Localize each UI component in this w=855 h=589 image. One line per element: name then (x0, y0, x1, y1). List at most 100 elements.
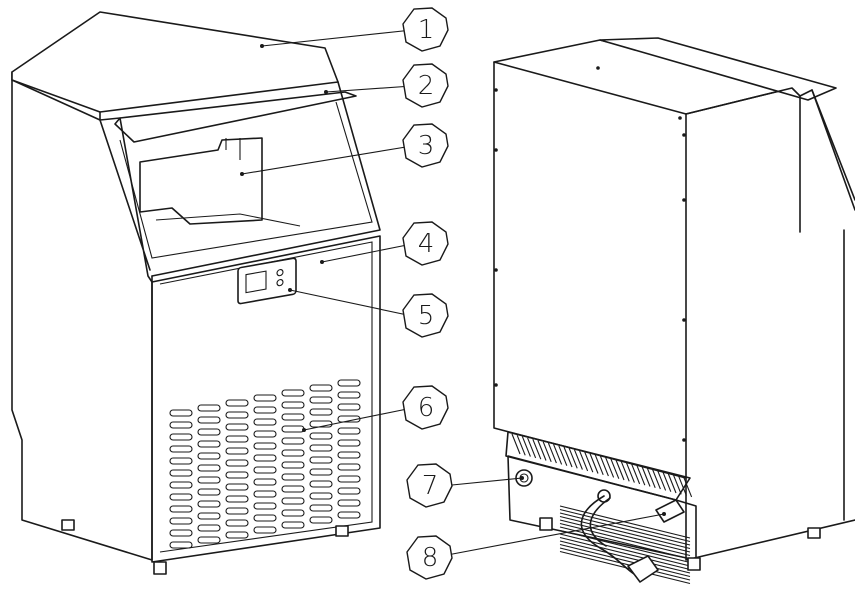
vent-slot (309, 444, 333, 452)
window-frame-front (151, 81, 381, 277)
callout-2-badge (402, 63, 449, 108)
rivets (494, 66, 686, 442)
vent-slot (281, 521, 305, 529)
rear-vent-slats (511, 433, 693, 498)
rear-vent-slat (511, 433, 521, 455)
callout-2: 2 (402, 63, 449, 108)
bottom-grid-line (559, 529, 691, 564)
control-button-1 (276, 269, 284, 277)
vent-slot (281, 437, 305, 445)
leader-6 (303, 407, 413, 431)
vent-slot (337, 439, 361, 447)
vent-slot (337, 451, 361, 459)
vent-slot (253, 394, 277, 402)
rear-vent-slat (516, 435, 526, 456)
power-cord-2 (589, 497, 611, 547)
rear-vent-slat (579, 450, 589, 472)
rear-vent-slat (610, 458, 620, 479)
rear-vent-slat (568, 448, 578, 469)
rivet (682, 133, 686, 137)
vent-slot (337, 499, 361, 507)
callout-4-label: 4 (418, 229, 435, 259)
vent-slot (337, 427, 361, 435)
vent-slot (225, 471, 249, 479)
callout-8-label: 8 (422, 543, 439, 573)
vent-slot (225, 423, 249, 431)
vent-slot (337, 463, 361, 471)
rear-back-panel (493, 61, 687, 479)
bottom-grid-line (559, 533, 691, 567)
vent-slot (197, 428, 221, 436)
rear-side-bottom (685, 477, 855, 561)
front-foot-right (335, 525, 349, 537)
callout-7: 7 (406, 463, 453, 508)
vent-slot (309, 432, 333, 440)
front-foot-mid (153, 561, 167, 575)
rear-foot-mid (687, 557, 701, 571)
leader-dot-1 (260, 44, 264, 48)
rear-side-edge (799, 89, 855, 233)
ice-bin (139, 137, 263, 225)
vent-slot (197, 464, 221, 472)
rear-foot-left (539, 517, 553, 531)
callout-3: 3 (402, 123, 449, 168)
vent-slot (225, 411, 249, 419)
vent-slot (309, 396, 333, 404)
leader-8 (441, 513, 665, 557)
vent-slot (281, 449, 305, 457)
vent-slot (225, 435, 249, 443)
bottom-grid-line (559, 547, 691, 581)
vent-slot (169, 409, 193, 417)
callout-1-label: 1 (418, 15, 435, 45)
vent-slot (309, 408, 333, 416)
vent-slot (309, 456, 333, 464)
rear-vent-slat (594, 454, 604, 476)
rear-vent-slat (620, 461, 630, 482)
rear-vent-slat (532, 438, 542, 460)
callout-8-badge (406, 535, 453, 580)
leader-dot-2 (324, 90, 328, 94)
rear-vent-slat (657, 470, 667, 491)
vent-slot (309, 384, 333, 392)
window-glass (119, 101, 373, 259)
vent-slot (197, 416, 221, 424)
callout-5-label: 5 (418, 301, 435, 331)
callout-6: 6 (402, 385, 449, 430)
leader-2 (325, 85, 413, 93)
rear-vent-slat (651, 468, 661, 490)
vent-slot (169, 433, 193, 441)
callout-1-badge (402, 7, 449, 52)
rear-lid (599, 37, 837, 101)
bottom-grid-line (559, 522, 691, 557)
vent-slot (337, 511, 361, 519)
callout-7-badge (406, 463, 453, 508)
vent-slot (169, 529, 193, 537)
vent-slot (225, 519, 249, 527)
vent-slot (169, 493, 193, 501)
rear-vent-slat (547, 442, 557, 464)
vent-slot (309, 480, 333, 488)
leader-dot-7 (520, 476, 524, 480)
rear-vent-slat (646, 467, 656, 489)
vent-slot (225, 495, 249, 503)
vent-slot (169, 481, 193, 489)
vent-slot (253, 454, 277, 462)
top-lid (11, 11, 339, 113)
callout-3-label: 3 (418, 131, 435, 161)
rear-vent-slat (521, 436, 531, 457)
rear-vent-slat (553, 444, 563, 465)
scoop-flap (114, 91, 357, 143)
rear-vent-slat (631, 463, 641, 485)
vent-slot (253, 478, 277, 486)
vent-slot (197, 404, 221, 412)
callout-4-badge (402, 221, 449, 266)
rear-vent-slat (599, 455, 609, 477)
vent-slot (225, 459, 249, 467)
vent-slot (169, 445, 193, 453)
vent-slot (309, 516, 333, 524)
leader-lines (240, 29, 666, 557)
power-cord (580, 495, 635, 575)
front-left-side-panel (11, 71, 153, 561)
